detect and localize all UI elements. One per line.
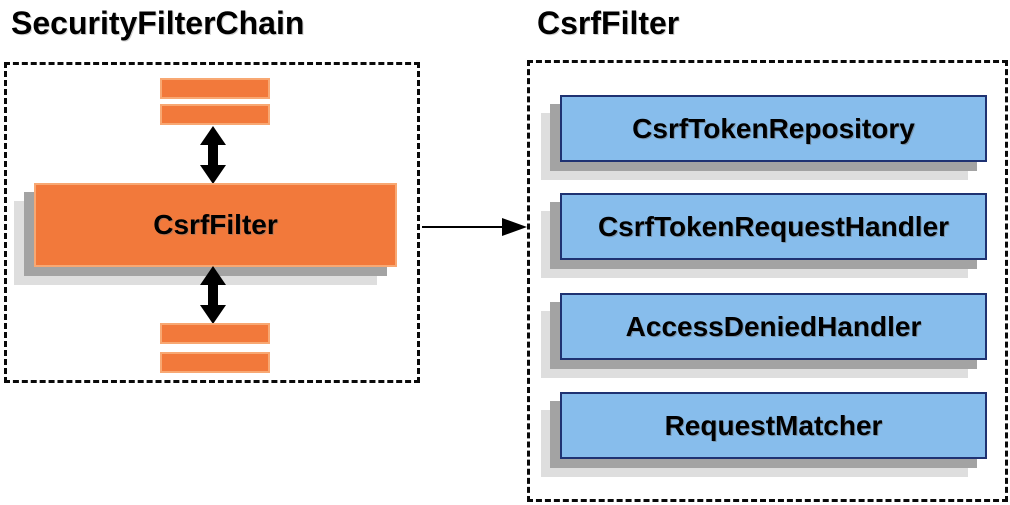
double-arrow-icon: [200, 266, 226, 324]
component-box-csrf-token-request-handler: CsrfTokenRequestHandler: [560, 193, 987, 260]
component-box-request-matcher: RequestMatcher: [560, 392, 987, 459]
security-filter-chain-boundary: [4, 62, 420, 383]
filter-chain-bar: [160, 352, 270, 373]
component-label: RequestMatcher: [664, 409, 883, 441]
filter-chain-bar: [160, 78, 270, 99]
component-box-csrf-token-repository: CsrfTokenRepository: [560, 95, 987, 162]
double-arrow-icon: [200, 126, 226, 184]
component-label: CsrfTokenRequestHandler: [597, 210, 950, 242]
right-arrow-icon: [422, 218, 527, 236]
component-label: CsrfTokenRepository: [632, 112, 915, 144]
filter-chain-bar: [160, 323, 270, 344]
right-panel-title: CsrfFilter: [537, 5, 680, 41]
left-panel-title: SecurityFilterChain: [11, 5, 305, 41]
csrf-filter-node: CsrfFilter: [34, 183, 397, 267]
csrf-filter-node-label: CsrfFilter: [153, 209, 278, 240]
component-label: AccessDeniedHandler: [625, 310, 922, 342]
filter-chain-bar: [160, 104, 270, 125]
csrf-filter-detail-boundary: [527, 60, 1008, 502]
component-box-access-denied-handler: AccessDeniedHandler: [560, 293, 987, 360]
